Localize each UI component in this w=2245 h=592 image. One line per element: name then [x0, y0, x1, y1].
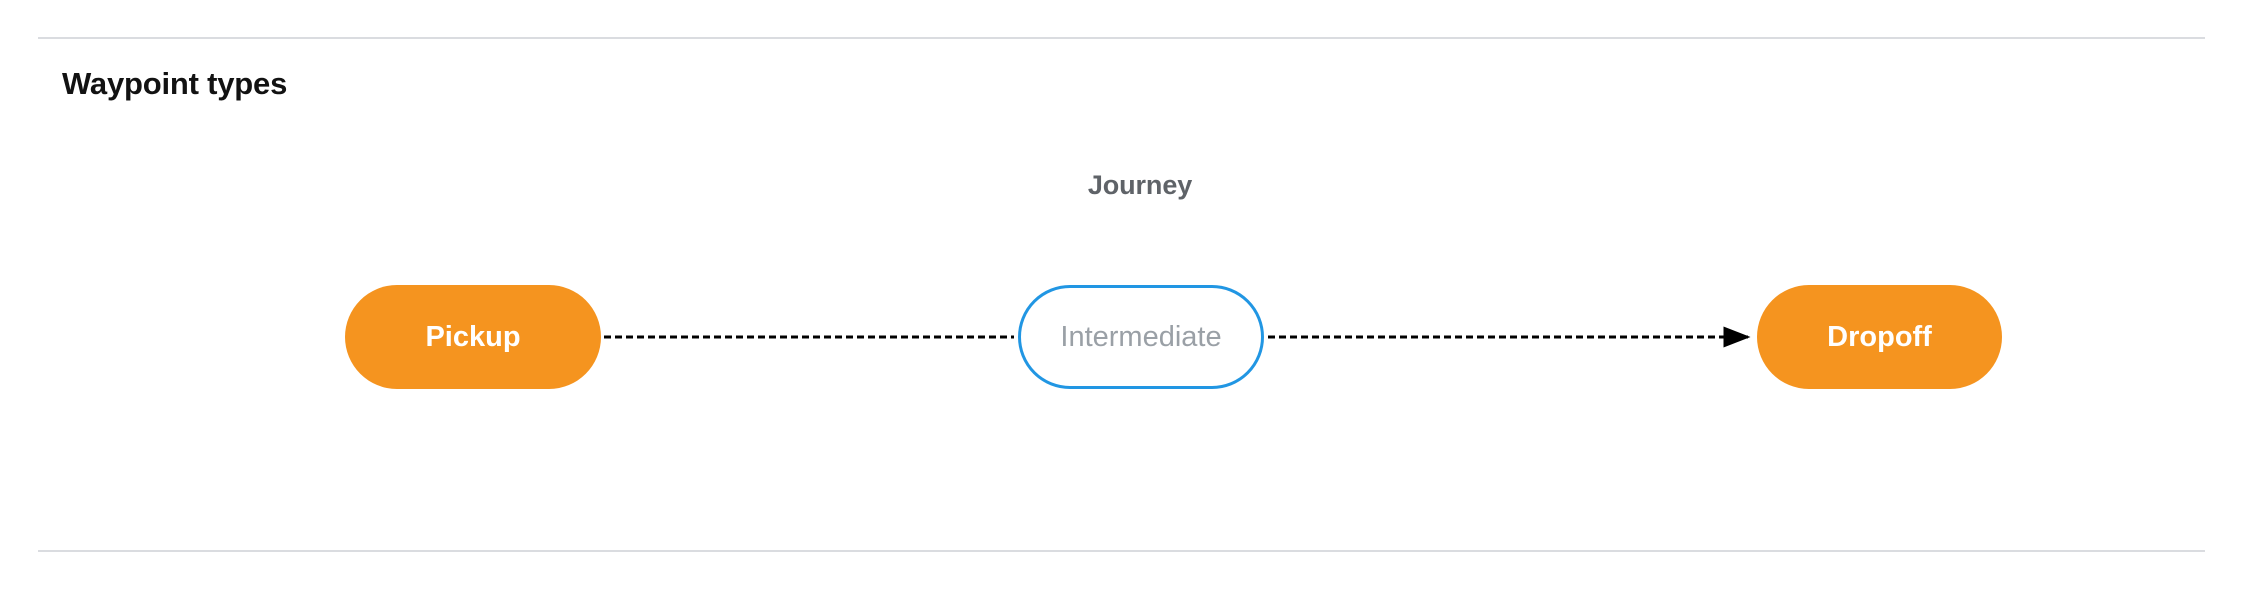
- node-dropoff[interactable]: Dropoff: [1757, 285, 2002, 389]
- journey-diagram: Journey Pickup Intermediate Dropoff: [0, 110, 2245, 440]
- divider-top: [38, 37, 2205, 39]
- node-row: Pickup Intermediate Dropoff: [0, 285, 2245, 389]
- journey-group-label: Journey: [1087, 170, 1193, 200]
- divider-bottom: [38, 550, 2205, 552]
- page-title: Waypoint types: [62, 66, 288, 101]
- node-pickup[interactable]: Pickup: [345, 285, 601, 389]
- connector-layer: [604, 326, 1751, 348]
- node-intermediate[interactable]: Intermediate: [1018, 285, 1264, 389]
